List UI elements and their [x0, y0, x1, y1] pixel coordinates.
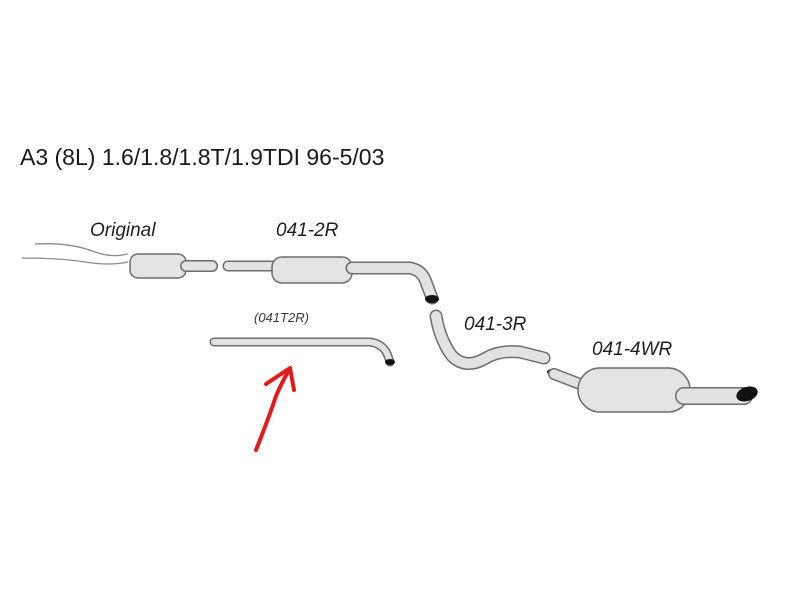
original-resonator [129, 253, 187, 279]
label-middle-section: 041-3R [464, 314, 527, 335]
rear-section-041-4wr [547, 367, 758, 413]
tailpipe-tip [736, 386, 758, 402]
label-front-section: 041-2R [276, 220, 339, 241]
front-section-041-2r [222, 256, 439, 305]
label-alt-section: (041T2R) [254, 310, 309, 325]
original-front-pipe [21, 243, 218, 279]
pipe-end-opening [425, 295, 439, 303]
rear-silencer [577, 367, 691, 413]
front-muffler [271, 256, 353, 284]
alt-section-041t2r [209, 337, 395, 367]
label-rear-section: 041-4WR [592, 339, 673, 360]
alt-pipe-end-opening [385, 359, 395, 365]
middle-section-041-3r [429, 309, 551, 370]
label-original: Original [90, 220, 156, 241]
page-title: A3 (8L) 1.6/1.8/1.8T/1.9TDI 96-5/03 [20, 144, 384, 170]
annotation-arrow [254, 366, 296, 452]
